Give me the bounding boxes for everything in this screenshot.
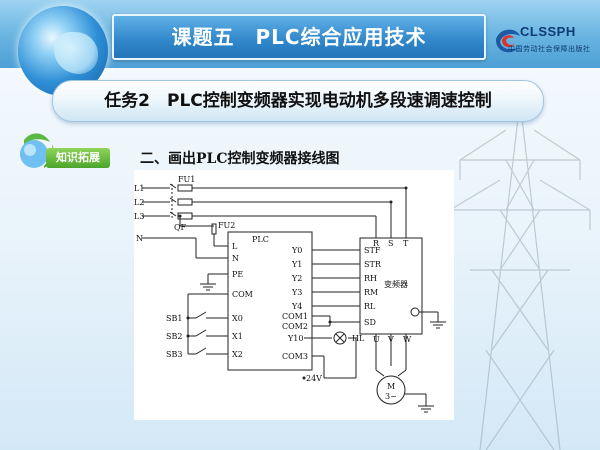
wiring-diagram: L1 L2 L3 N FU1 FU2 QF PLC L N PE COM X0 … xyxy=(134,175,446,413)
plc-terminal-l: L xyxy=(232,242,238,251)
breaker-label: QF xyxy=(174,223,187,232)
plc-terminal-y4: Y4 xyxy=(291,302,302,311)
header-title-band xyxy=(112,14,486,60)
plc-terminal-y1: Y1 xyxy=(291,260,302,269)
vfd-terminal-rm: RM xyxy=(364,288,378,297)
vfd-label: 变频器 xyxy=(384,279,408,289)
vfd-terminal-rl: RL xyxy=(364,302,376,311)
vfd-terminal-sd: SD xyxy=(364,318,376,327)
plc-terminal-pe: PE xyxy=(232,270,243,279)
plc-terminal-com3: COM3 xyxy=(282,352,308,361)
plc-terminal-n: N xyxy=(232,254,239,263)
plc-title: PLC xyxy=(252,235,269,244)
page-title: 课题五 PLC综合应用技术 xyxy=(171,25,427,49)
logo-text: CLSSPH xyxy=(520,24,576,39)
task-title-bar xyxy=(52,80,544,122)
line-label-l3: L3 xyxy=(134,212,144,221)
plc-terminal-y0: Y0 xyxy=(291,246,302,255)
wiring-diagram-panel: L1 L2 L3 N FU1 FU2 QF PLC L N PE COM X0 … xyxy=(134,170,454,420)
switch-sb1: SB1 xyxy=(166,314,182,323)
logo-subtext: 中国劳动社会保障出版社 xyxy=(508,45,591,53)
knowledge-globe-icon xyxy=(20,133,54,168)
lamp-label: HL xyxy=(352,334,365,343)
plc-terminal-x2: X2 xyxy=(232,350,243,359)
fuse1-label: FU1 xyxy=(178,175,195,184)
line-label-n: N xyxy=(136,234,143,243)
tab-knowledge-expansion[interactable]: 知识拓展 xyxy=(46,148,110,168)
vfd-terminal-v: V xyxy=(387,335,394,344)
supply-label: 24V xyxy=(306,374,322,383)
vfd-terminal-s: S xyxy=(388,239,393,248)
line-label-l2: L2 xyxy=(134,198,144,207)
vfd-terminal-u: U xyxy=(373,335,380,344)
section-title: 二、画出PLC控制变频器接线图 xyxy=(140,151,340,167)
vfd-terminal-w: W xyxy=(403,335,412,344)
vfd-terminal-t: T xyxy=(403,239,409,248)
plc-terminal-com2: COM2 xyxy=(282,322,308,331)
plc-terminal-y3: Y3 xyxy=(291,288,302,297)
plc-terminal-x0: X0 xyxy=(232,314,243,323)
motor-phase: 3~ xyxy=(385,392,397,401)
vfd-terminal-rh: RH xyxy=(364,274,377,283)
vfd-terminal-str: STR xyxy=(364,260,382,269)
plc-terminal-y10: Y10 xyxy=(287,334,303,343)
fuse2-label: FU2 xyxy=(218,221,235,230)
vfd-terminal-r: R xyxy=(373,239,380,248)
motor-label: M xyxy=(387,382,395,391)
plc-terminal-x1: X1 xyxy=(232,332,243,341)
plc-terminal-y2: Y2 xyxy=(291,274,302,283)
power-tower-background xyxy=(449,100,591,450)
publisher-logo-icon xyxy=(496,29,520,53)
line-label-l1: L1 xyxy=(134,184,144,193)
switch-sb2: SB2 xyxy=(166,332,182,341)
vfd-terminal-stf: STF xyxy=(364,246,381,255)
plc-terminal-com: COM xyxy=(232,290,253,299)
globe-land xyxy=(54,32,98,74)
plc-terminal-com1: COM1 xyxy=(282,312,308,321)
switch-sb3: SB3 xyxy=(166,350,182,359)
task-title: 任务2 PLC控制变频器实现电动机多段速调速控制 xyxy=(104,91,492,111)
